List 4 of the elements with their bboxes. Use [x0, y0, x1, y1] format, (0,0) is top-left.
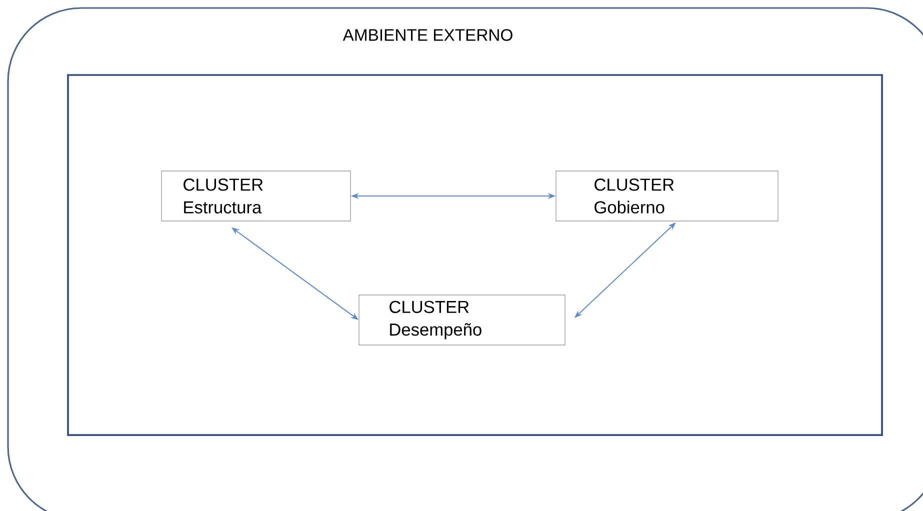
cluster-box: CLUSTER Estructura [161, 170, 351, 222]
cluster-box: CLUSTER Desempeño [358, 294, 566, 346]
inner-box [67, 74, 883, 436]
cluster-box: CLUSTER Gobierno [556, 170, 778, 222]
